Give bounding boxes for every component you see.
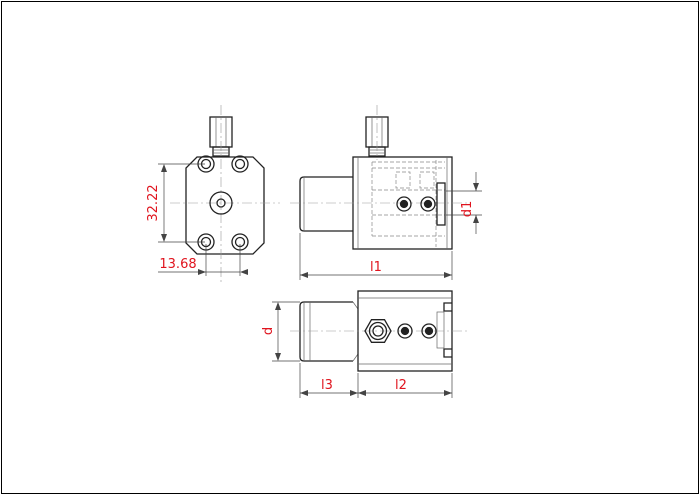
front-central-bore	[209, 191, 233, 215]
dim-total-length	[299, 233, 453, 280]
side-shank-outline	[299, 176, 353, 232]
dim-label-d: d	[261, 327, 276, 335]
top-screw-1	[397, 323, 413, 339]
dim-shank-diameter	[272, 301, 300, 362]
dim-label-l1: l1	[370, 260, 382, 275]
side-view: d1 l1	[290, 105, 482, 280]
top-screw-2	[421, 323, 437, 339]
dim-length-chain	[299, 363, 453, 398]
dim-width-front	[158, 244, 248, 276]
top-shank-outline	[299, 301, 353, 362]
front-body-outline	[185, 156, 265, 255]
dim-label-l2: l2	[395, 378, 407, 393]
dim-label-32-22: 32.22	[146, 184, 161, 221]
side-slot	[436, 182, 446, 226]
side-screw-1	[396, 196, 412, 212]
dim-label-l3: l3	[321, 378, 333, 393]
dim-label-d1: d1	[460, 201, 475, 218]
dim-height-front	[158, 163, 205, 243]
front-view: 32.22 13.68	[146, 105, 280, 285]
front-screw-top-right	[231, 155, 249, 173]
side-screw-2	[420, 196, 436, 212]
top-view: d l3 l2	[261, 290, 470, 398]
dim-bore-diameter	[446, 172, 482, 234]
top-hex-fitting	[364, 319, 392, 343]
dim-label-13-68: 13.68	[159, 257, 196, 272]
